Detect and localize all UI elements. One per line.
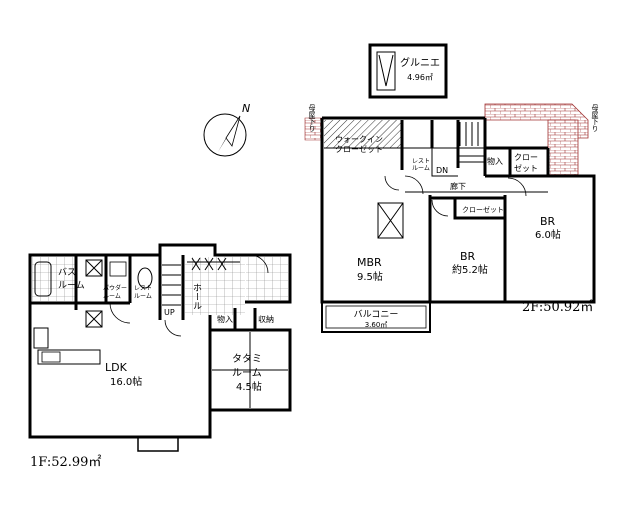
f2-roof-right: 母屋下り xyxy=(591,104,599,132)
f1-storage: 収納 xyxy=(258,314,274,324)
f2-dn: DN xyxy=(436,166,448,175)
f2-wic-line2: クローゼット xyxy=(335,144,383,154)
f2-br1: BR xyxy=(460,250,476,263)
compass-label: N xyxy=(242,102,250,115)
f1-up: UP xyxy=(164,308,175,317)
f1-storage-small: 物入 xyxy=(217,314,233,324)
f2-toilet-line1: レスト xyxy=(412,158,430,165)
f2-mbr: MBR xyxy=(357,256,382,269)
f2-roof-left: 母屋下り xyxy=(308,104,316,132)
f1-tatami-size: 4.5帖 xyxy=(236,380,262,393)
floor1-area: 1F:52.99㎡ xyxy=(30,455,101,470)
f1-tatami-line1: タタミ xyxy=(232,353,262,365)
f2-storage-small: 物入 xyxy=(487,156,503,166)
f1-ldk: LDK xyxy=(105,361,128,374)
floor1-plan: バス ルーム パウダー ルーム レスト ルーム UP ホール 物入 収納 LDK… xyxy=(28,243,292,470)
f1-powder-line2: ルーム xyxy=(103,293,121,300)
f1-powder-line1: パウダー xyxy=(103,284,127,292)
f1-bath-line2: ルーム xyxy=(58,280,85,291)
f1-bath-line1: バス xyxy=(58,267,76,278)
f2-br1-size: 約5.2帖 xyxy=(452,263,488,276)
f2-closet-a-line1: クロー xyxy=(514,153,538,162)
grunier-box: グルニエ 4.96㎡ xyxy=(368,43,448,99)
grunier-label: グルニエ xyxy=(400,56,440,69)
f2-wic-line1: ウォークイン xyxy=(335,135,383,144)
grunier-size: 4.96㎡ xyxy=(407,73,433,82)
f1-toilet-line2: ルーム xyxy=(134,293,152,300)
f2-balcony-size: 3.60㎡ xyxy=(365,321,388,329)
floor2-plan: ウォークイン クローゼット レスト ルーム DN 廊下 物入 クロー ゼット ク… xyxy=(304,103,599,333)
f1-hall: ホール xyxy=(191,283,202,310)
floor2-area: 2F:50.92㎡ xyxy=(522,300,593,315)
f2-closet-b: クローゼット xyxy=(462,205,504,214)
f2-br2: BR xyxy=(540,215,556,228)
f1-toilet-line1: レスト xyxy=(134,285,152,292)
f2-corridor: 廊下 xyxy=(450,181,466,191)
f2-br2-size: 6.0帖 xyxy=(535,228,561,241)
f1-tatami-line2: ルーム xyxy=(232,367,262,379)
f2-mbr-size: 9.5帖 xyxy=(357,270,383,283)
f2-closet-a-line2: ゼット xyxy=(514,163,538,173)
north-compass-icon: N xyxy=(203,102,250,157)
f2-toilet-line2: ルーム xyxy=(412,165,430,172)
f1-ldk-size: 16.0帖 xyxy=(110,375,142,388)
f2-balcony: バルコニー xyxy=(354,309,399,320)
